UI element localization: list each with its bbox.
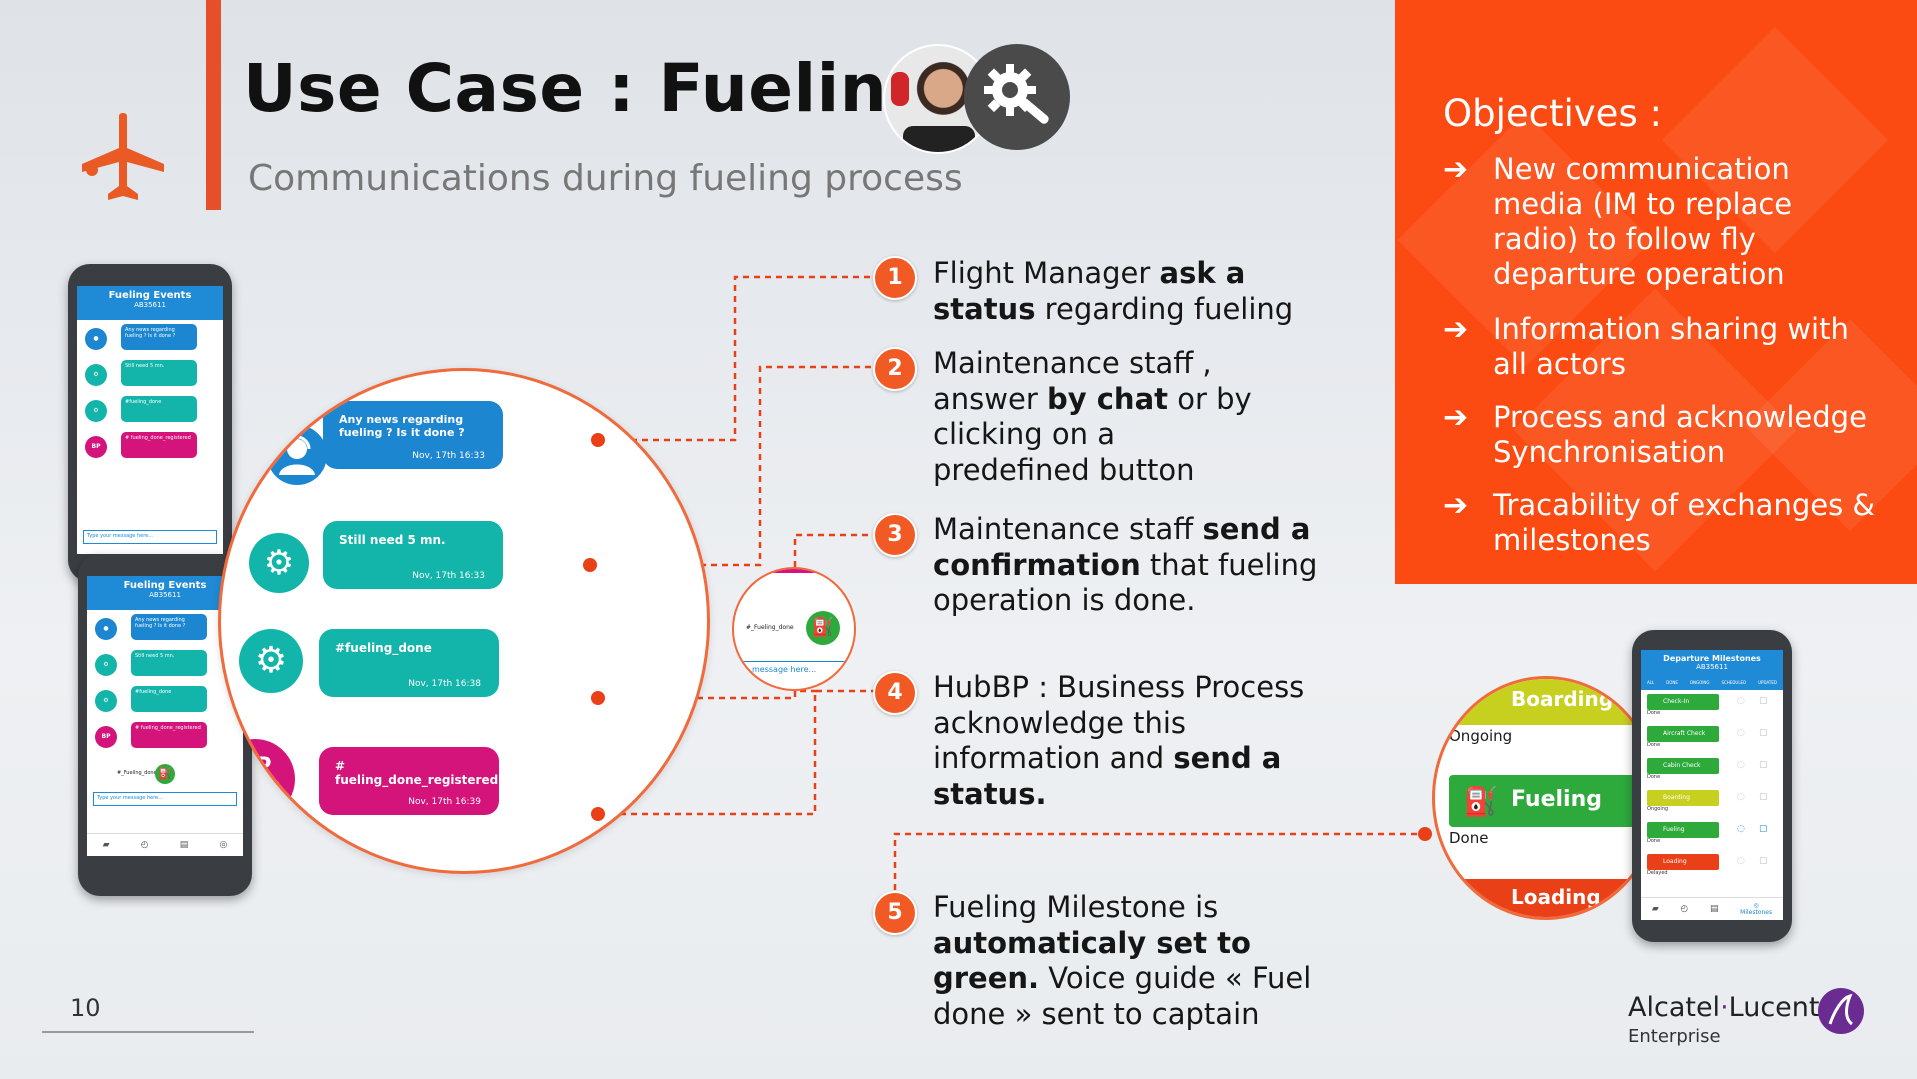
step-text: HubBP : Business Process acknowledge thi… (933, 670, 1305, 811)
chat-icon[interactable]: ▰ (102, 840, 110, 850)
chat-bubble: # fueling_done_registered Nov, 17th 16:3… (319, 747, 499, 815)
tab-scheduled[interactable]: SCHEDULED (1721, 680, 1747, 685)
step-text: Maintenance staff send a confirmation th… (933, 512, 1318, 617)
arrow-right-icon: ➔ (1443, 312, 1469, 347)
step-text: Fueling Milestone is automaticaly set to… (933, 890, 1312, 1031)
chat-bubble: Any news regarding fueling ? Is it done … (323, 401, 503, 469)
fuel-pump-icon[interactable]: ⛽ (806, 611, 840, 645)
objective-item: ➔ Tracability of exchanges & milestones (1443, 488, 1876, 557)
connector-dot (591, 807, 605, 821)
gear-wrench-icon: ⚙ (239, 629, 303, 693)
milestone-zoom-circle: Boarding Ongoing ⛽ Fueling Done Loading (1432, 676, 1660, 920)
message-input[interactable]: Type your message here... (93, 792, 237, 806)
bottom-nav: ▰ ◴ ▤ ◎Milestones (1641, 897, 1783, 920)
page-title: Use Case : Fueling (243, 50, 936, 127)
step-badge: 4 (873, 671, 917, 715)
objectives-panel: Objectives : ➔ New communication media (… (1395, 0, 1917, 584)
history-icon[interactable]: ◴ (140, 840, 149, 850)
history-icon[interactable]: ◴ (1680, 904, 1689, 914)
arrow-right-icon: ➔ (1443, 152, 1469, 187)
message-input[interactable]: Type your message here... (83, 530, 217, 544)
chat-icon[interactable]: ▰ (1651, 904, 1659, 914)
step-badge: 2 (873, 347, 917, 391)
page-number: 10 (70, 994, 101, 1022)
tab-updated[interactable]: UPDATED (1758, 680, 1777, 685)
quick-reply-label: #_Fueling_done (117, 770, 157, 776)
step-text: Maintenance staff , answer by chat or by… (933, 346, 1252, 487)
milestones-nav-item[interactable]: ◎Milestones (1740, 902, 1773, 916)
milestone-tabs: ALL DONE ONGOING SCHEDULED UPDATED (1641, 680, 1783, 690)
step-badge: 5 (873, 891, 917, 935)
fueling-milestone-chip: ⛽ Fueling (1449, 775, 1657, 827)
tab-ongoing[interactable]: ONGOING (1689, 680, 1710, 685)
gear-wrench-icon: ⚙ (249, 533, 309, 593)
objective-item: ➔ New communication media (IM to replace… (1443, 152, 1793, 291)
quick-button-zoom: #_Fueling_done ⛽ message here... (732, 567, 856, 691)
document-icon[interactable]: ▤ (179, 840, 189, 850)
connector-dot (591, 691, 605, 705)
objective-item: ➔ Information sharing with all actors (1443, 312, 1849, 381)
chat-bubble: Still need 5 mn. Nov, 17th 16:33 (323, 521, 503, 589)
phone-chat-front: Fueling Events AB35611 ●Any news regardi… (78, 554, 252, 896)
page-subtitle: Communications during fueling process (248, 158, 963, 199)
step-badge: 3 (873, 513, 917, 557)
connector-dot (591, 433, 605, 447)
chat-bubble: #fueling_done Nov, 17th 16:38 (319, 629, 499, 697)
objective-item: ➔ Process and acknowledge Synchronisatio… (1443, 400, 1867, 469)
arrow-right-icon: ➔ (1443, 400, 1469, 435)
message-input-fragment[interactable]: message here... (752, 665, 817, 674)
phone-chat-back: Fueling Events AB35611 ●Any news regardi… (68, 264, 232, 582)
tab-all[interactable]: ALL (1646, 680, 1655, 685)
bottom-nav: ▰ ◴ ▤ ◎ (87, 833, 243, 856)
chat-app-bar: Fueling Events AB35611 (87, 576, 243, 610)
check-icon[interactable]: ◎ (219, 840, 228, 850)
connector-dot (583, 558, 597, 572)
airplane-icon (78, 112, 168, 202)
gear-wrench-icon (964, 44, 1070, 150)
objectives-heading: Objectives : (1443, 92, 1662, 135)
document-icon[interactable]: ▤ (1709, 904, 1719, 914)
arrow-right-icon: ➔ (1443, 488, 1469, 523)
alcatel-lucent-logo: Alcatel·Lucent Enterprise (1628, 988, 1868, 1052)
phone-milestones: Departure Milestones AB35611 ALL DONE ON… (1632, 630, 1792, 942)
footer-rule (42, 1031, 254, 1033)
title-accent-bar (206, 0, 221, 210)
fuel-pump-icon[interactable]: ⛽ (155, 764, 175, 784)
tab-done[interactable]: DONE (1666, 680, 1678, 685)
fuel-pump-icon: ⛽ (1463, 785, 1498, 818)
milestones-app-bar: Departure Milestones AB35611 (1641, 650, 1783, 680)
step-text: Flight Manager ask a status regarding fu… (933, 256, 1294, 326)
user-avatar (267, 425, 327, 485)
chat-app-bar: Fueling Events AB35611 (77, 286, 223, 320)
step-badge: 1 (873, 256, 917, 300)
